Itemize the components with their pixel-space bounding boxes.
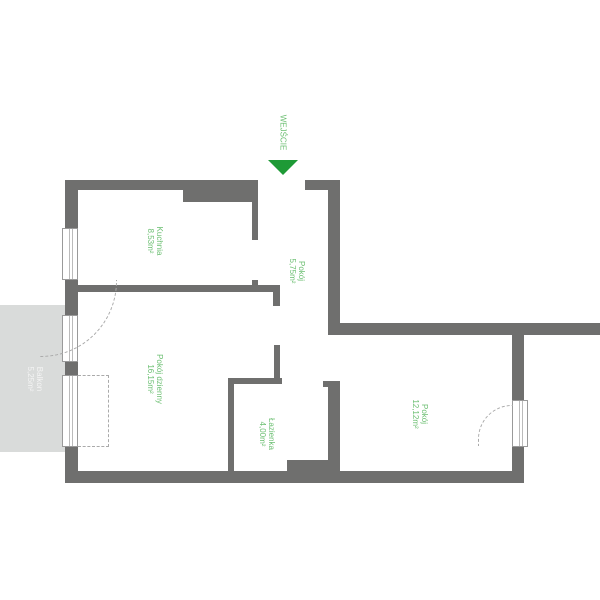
wall xyxy=(183,180,258,202)
door-swing xyxy=(40,280,117,357)
room-name: Kuchnia xyxy=(155,226,164,256)
wall xyxy=(274,345,280,384)
wall xyxy=(65,360,78,375)
room-name: Pokój xyxy=(420,403,429,424)
wall xyxy=(228,378,234,473)
wall xyxy=(252,180,258,240)
room-name: Pokój dzienny xyxy=(155,354,164,404)
wall xyxy=(65,180,78,228)
wall xyxy=(305,180,340,190)
wall xyxy=(78,285,280,292)
door-swing xyxy=(478,405,513,446)
room-name: Pokój xyxy=(297,260,306,281)
door-swing xyxy=(78,375,109,447)
room-area: 16,15m² xyxy=(146,364,155,394)
window xyxy=(62,228,78,280)
wall xyxy=(328,381,340,473)
room-area: 8,53m² xyxy=(146,228,155,254)
room-area: 12,12m² xyxy=(411,399,420,429)
wall xyxy=(65,180,258,190)
wall xyxy=(328,323,600,335)
wall xyxy=(512,335,524,400)
entrance-arrow-icon xyxy=(268,160,298,175)
room-area: 4,00m² xyxy=(258,421,267,447)
wall xyxy=(328,180,340,335)
balcony-door[interactable] xyxy=(62,375,78,447)
room-area: 5,75m² xyxy=(288,258,297,284)
wall xyxy=(228,378,282,384)
wall xyxy=(287,460,340,483)
window xyxy=(512,400,528,447)
room-area: 5,25m² xyxy=(26,366,35,392)
wall xyxy=(273,285,280,306)
room-name: Łazienka xyxy=(267,417,276,451)
entrance-label: WEJŚCIE xyxy=(278,114,288,151)
room-name: Balkon xyxy=(35,366,44,392)
